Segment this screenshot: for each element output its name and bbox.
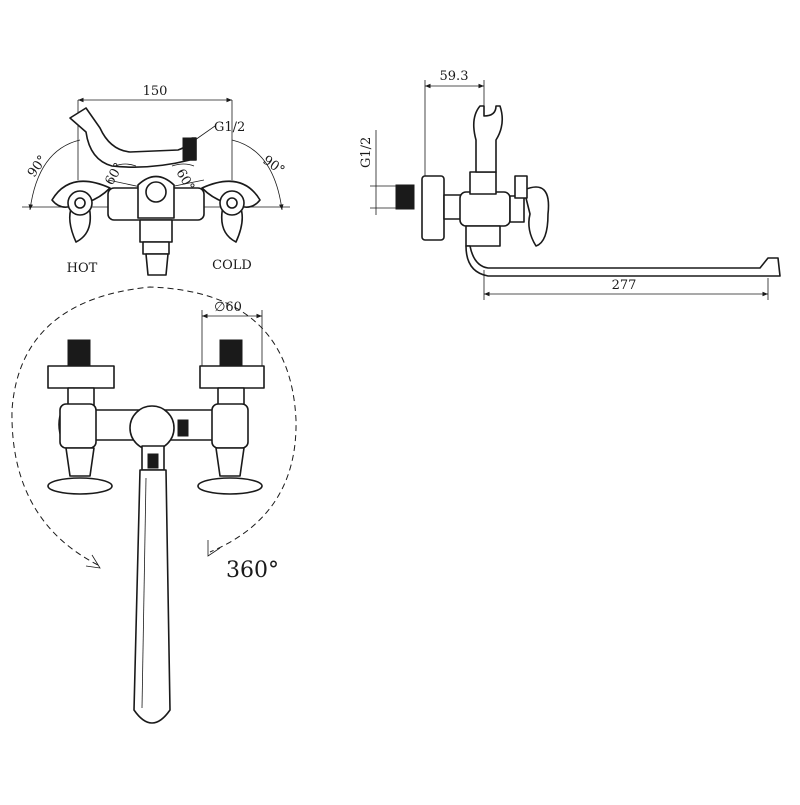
side-body <box>459 191 511 227</box>
dimension-diameter-60: ∅60 <box>201 300 263 366</box>
cold-label: COLD <box>212 258 252 273</box>
outlet-nut <box>145 253 169 276</box>
side-wall-flange <box>421 175 445 241</box>
right-inlet-thread <box>219 339 243 367</box>
side-inlet-thread <box>395 184 415 210</box>
thread-label-side: G1/2 <box>359 137 374 168</box>
angle-label-left-90: 90° <box>25 153 51 180</box>
side-holder-base <box>469 171 497 195</box>
top-cold-handle <box>197 477 263 495</box>
top-spout <box>133 469 171 724</box>
rotation-label: 360° <box>226 558 279 583</box>
arc-left-90 <box>28 139 81 211</box>
dimension-side-thread: G1/2 <box>359 130 412 215</box>
hot-label: HOT <box>67 261 98 276</box>
hot-handle <box>51 180 111 243</box>
top-diverter <box>129 405 175 451</box>
spout-connector <box>139 219 173 243</box>
right-flange <box>199 365 265 389</box>
side-handle <box>523 186 550 247</box>
arc-right-90 <box>231 139 284 211</box>
dimension-diameter-label: ∅60 <box>214 300 242 315</box>
dimension-150: 150 <box>77 84 233 180</box>
side-spout <box>465 245 781 277</box>
hose-holder-arm <box>69 107 197 168</box>
shower-holder <box>472 105 504 173</box>
thread-connector <box>182 137 196 161</box>
dimension-277-label: 277 <box>612 278 637 293</box>
dimension-150-label: 150 <box>143 84 168 99</box>
side-view: 59.3 G1/2 277 <box>359 69 781 300</box>
angle-label-right-90: 90° <box>260 153 287 179</box>
dimension-277: 277 <box>483 270 769 300</box>
rotation-path <box>11 286 297 566</box>
left-inlet-thread <box>67 339 91 367</box>
top-view: 360° ∅60 <box>11 286 297 724</box>
cold-handle <box>201 180 261 243</box>
dimension-59-3-label: 59.3 <box>440 69 469 84</box>
top-hot-handle <box>47 477 113 495</box>
thread-label-top: G1/2 <box>214 120 245 135</box>
left-flange <box>47 365 115 389</box>
front-view: 150 G1/2 90° 90° 60° 60° <box>22 84 290 276</box>
